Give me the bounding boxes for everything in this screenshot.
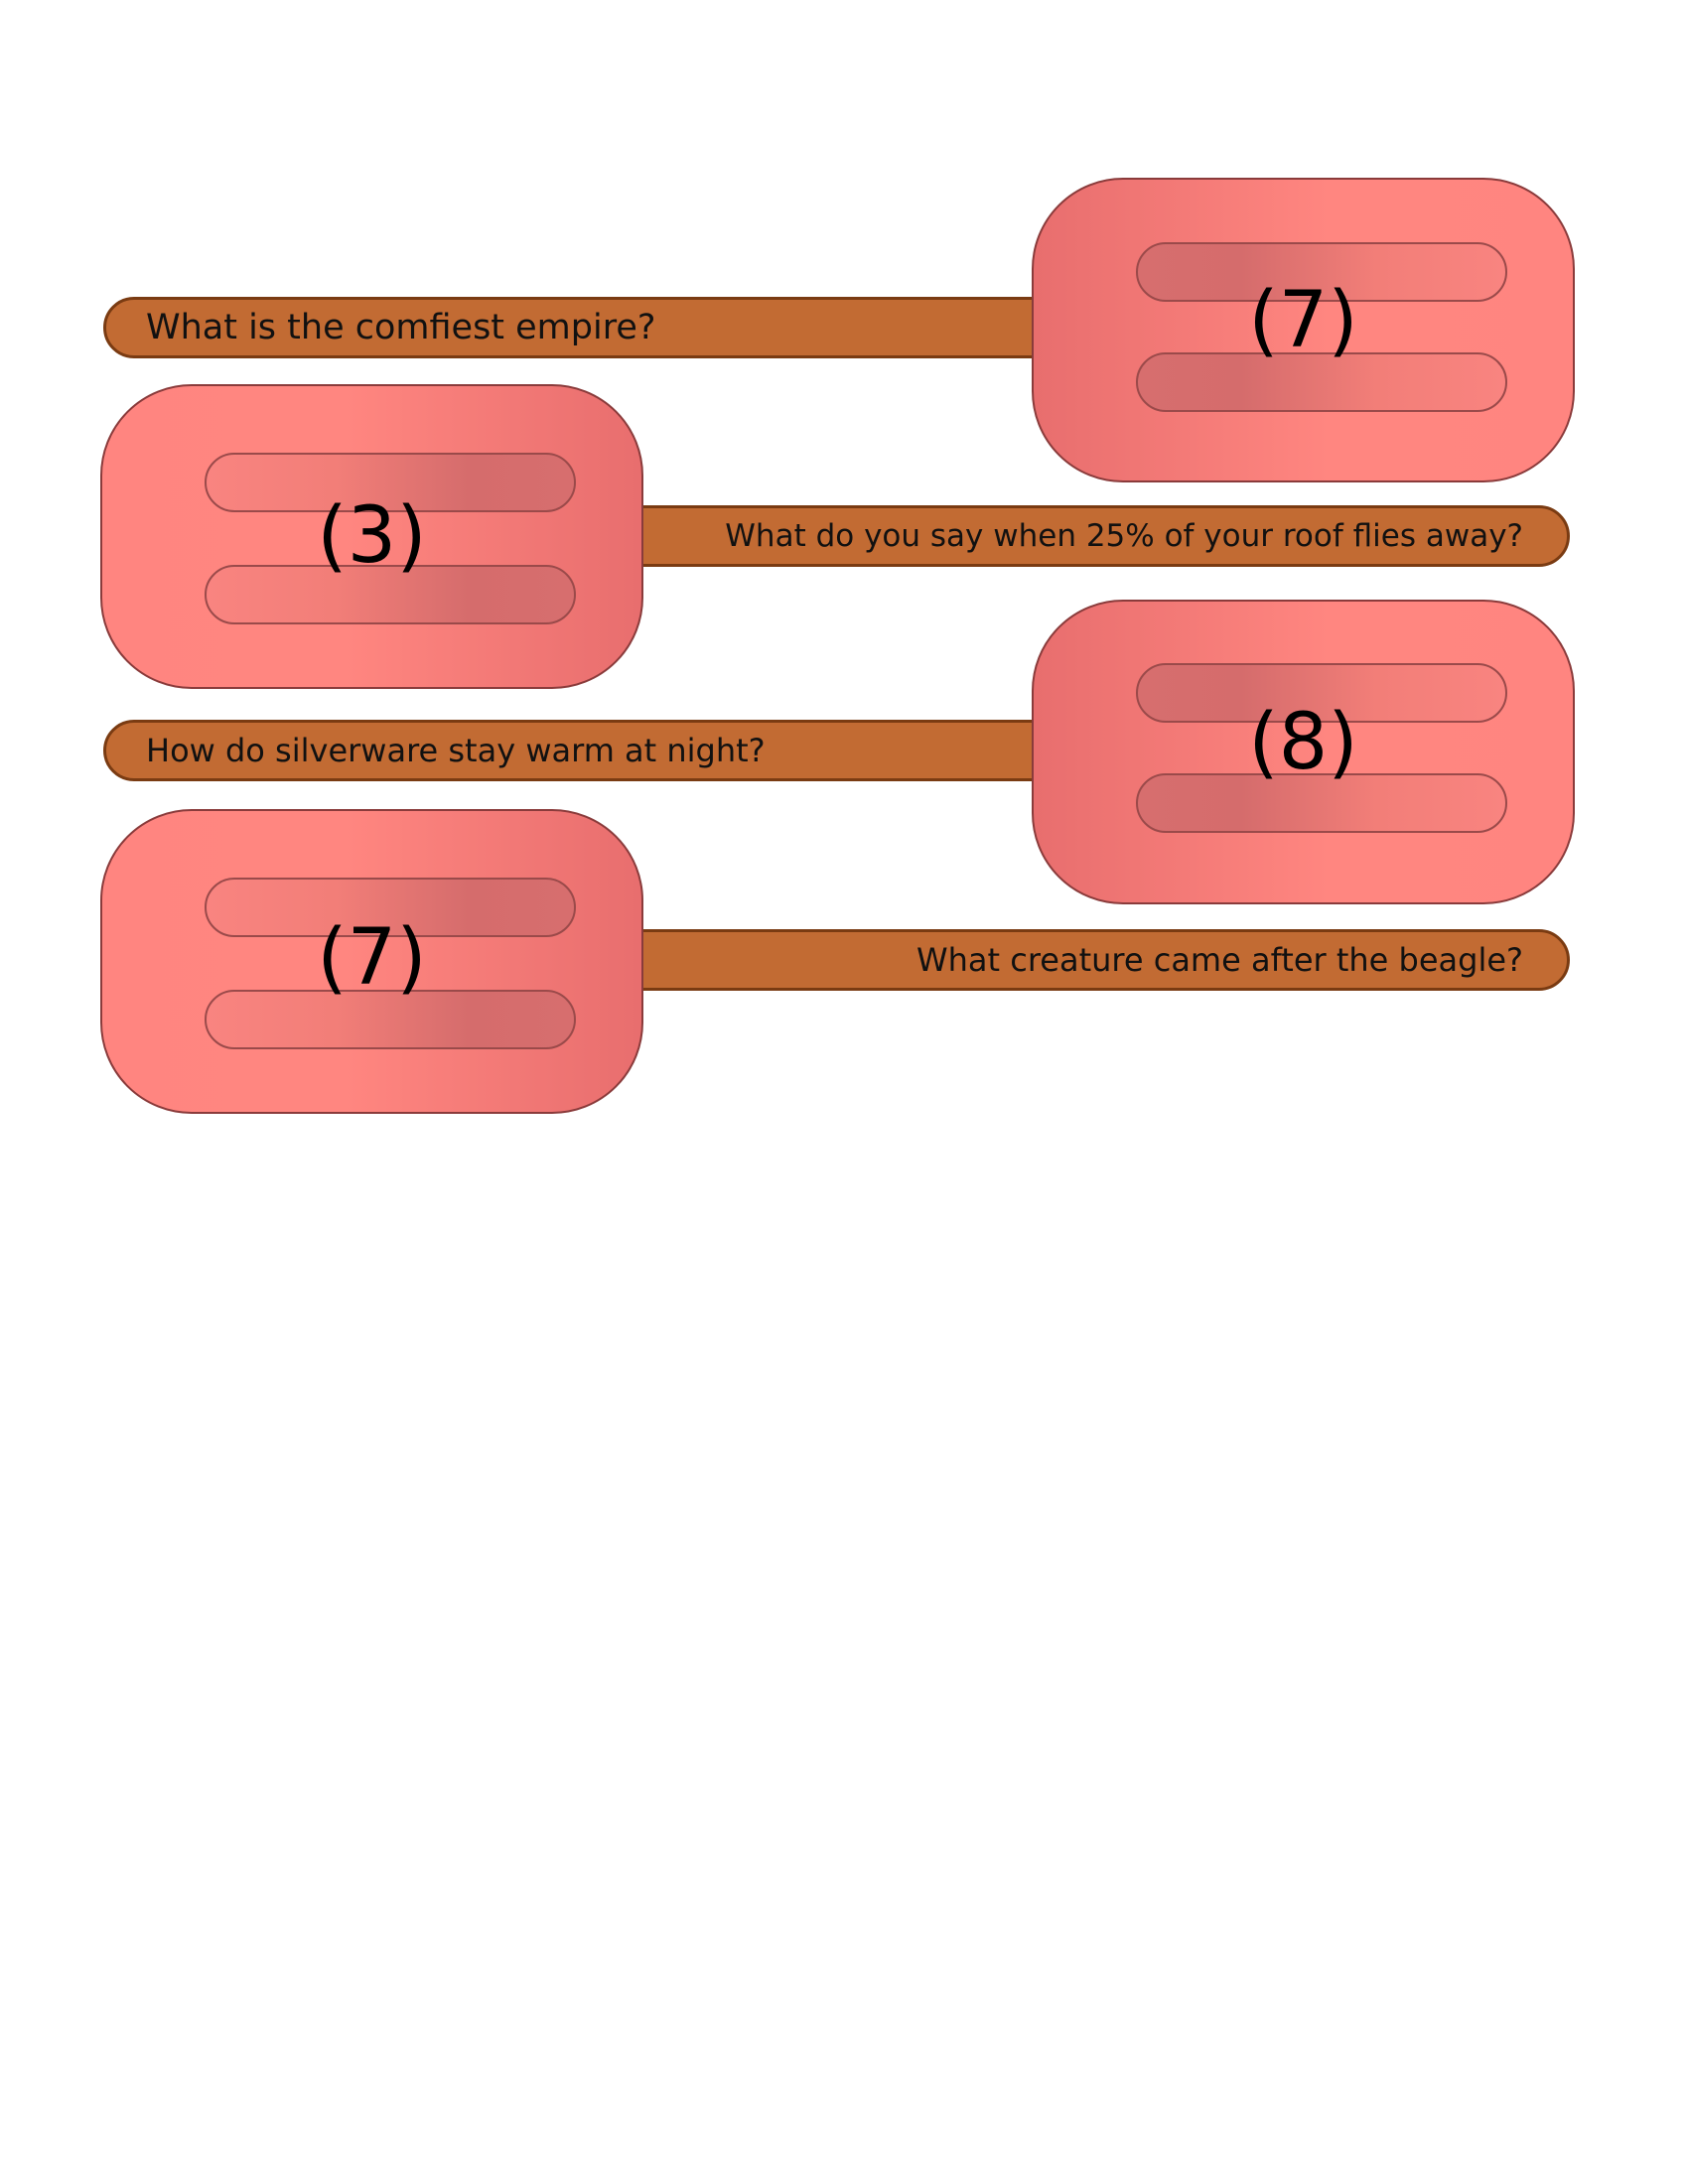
letter-count-2: (3) (317, 491, 427, 581)
letter-count-1: (7) (1248, 276, 1358, 365)
letter-count-3: (8) (1248, 698, 1358, 787)
ridge-top (205, 878, 576, 937)
riddle-popsicle-4: What creature came after the beagle? (7) (100, 809, 1570, 1114)
riddle-question-4: What creature came after the beagle? (915, 941, 1523, 979)
riddle-stick-4: What creature came after the beagle? (639, 929, 1570, 991)
ridge-top (205, 453, 576, 512)
ridge-top (1136, 663, 1507, 723)
ridge-bottom (1136, 352, 1507, 412)
riddle-question-2: What do you say when 25% of your roof fl… (725, 518, 1523, 554)
riddle-head-3: (8) (1032, 600, 1575, 904)
riddle-stick-3: How do silverware stay warm at night? (103, 720, 1037, 781)
riddle-popsicle-2: What do you say when 25% of your roof fl… (0, 0, 1688, 695)
riddle-head-1: (7) (1032, 178, 1575, 482)
riddle-question-1: What is the comfiest empire? (146, 308, 656, 347)
riddle-stick-2: What do you say when 25% of your roof fl… (639, 505, 1570, 567)
riddle-question-3: How do silverware stay warm at night? (146, 732, 766, 769)
riddle-popsicle-3: How do silverware stay warm at night? (8… (0, 0, 1688, 913)
riddle-popsicle-1: What is the comfiest empire? (7) (0, 0, 1688, 496)
ridge-top (1136, 242, 1507, 302)
ridge-bottom (205, 565, 576, 624)
letter-count-4: (7) (317, 913, 427, 1003)
riddle-head-2: (3) (100, 384, 643, 689)
riddle-stick-1: What is the comfiest empire? (103, 297, 1037, 358)
riddle-head-4: (7) (100, 809, 643, 1114)
ridge-bottom (1136, 773, 1507, 833)
ridge-bottom (205, 990, 576, 1049)
